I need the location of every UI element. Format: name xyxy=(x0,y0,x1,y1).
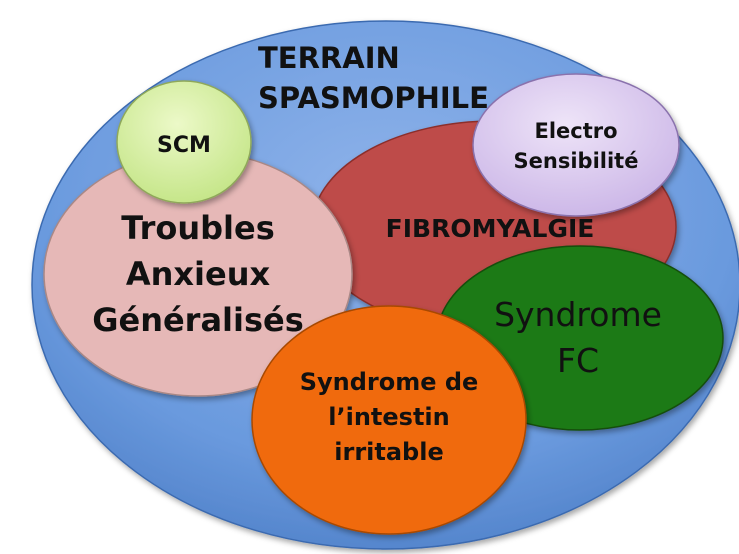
electro-label-line2: Sensibilité xyxy=(514,149,639,173)
syndrome-fc-label-line2: FC xyxy=(557,341,599,380)
troubles-label-line1: Troubles xyxy=(121,209,274,247)
electro-sensibilite-ellipse xyxy=(472,73,680,217)
terrain-label-line2: SPASMOPHILE xyxy=(258,81,489,115)
scm-ellipse xyxy=(116,80,252,204)
scm-label: SCM xyxy=(157,133,211,158)
troubles-label-line3: Généralisés xyxy=(92,301,304,339)
intestin-label-line1: Syndrome de xyxy=(300,368,479,396)
fibromyalgie-label: FIBROMYALGIE xyxy=(386,214,595,243)
electro-label-line1: Electro xyxy=(534,119,617,143)
troubles-label-line2: Anxieux xyxy=(126,255,271,293)
intestin-label-line3: irritable xyxy=(334,438,443,466)
syndrome-fc-label-line1: Syndrome xyxy=(494,295,662,334)
intestin-label-line2: l’intestin xyxy=(328,403,449,431)
terrain-label-line1: TERRAIN xyxy=(258,41,400,75)
intestin-irritable-ellipse xyxy=(251,305,527,535)
